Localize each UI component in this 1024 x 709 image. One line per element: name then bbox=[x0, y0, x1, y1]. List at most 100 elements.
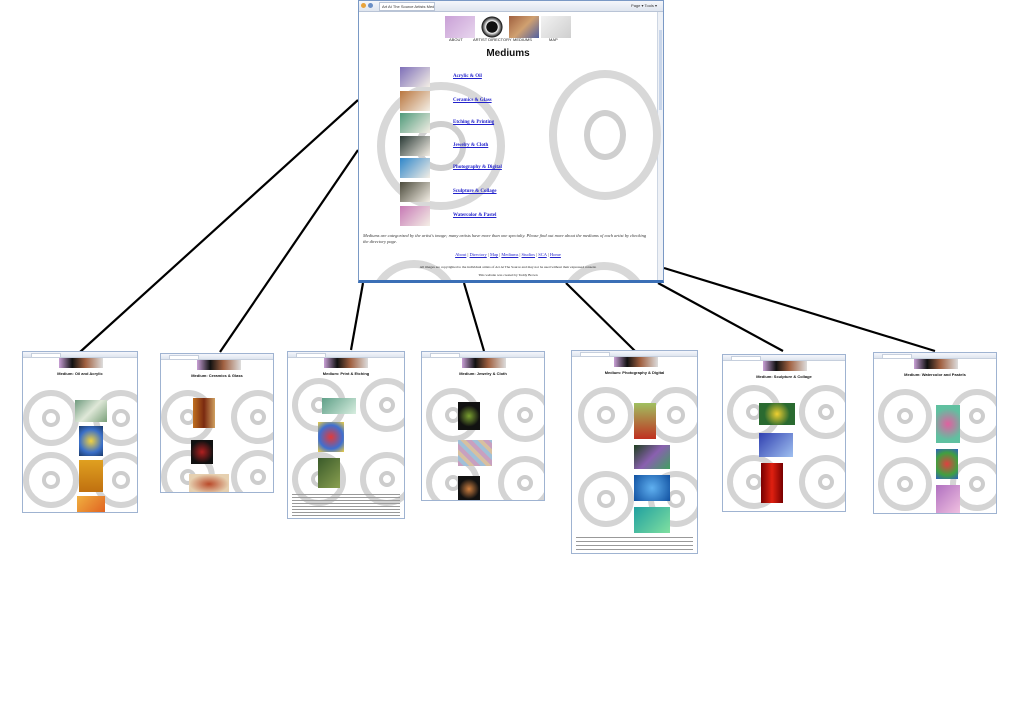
medium-link[interactable]: Sculpture & Collage bbox=[453, 189, 497, 194]
subpage-title: Medium: Watercolor and Pastels bbox=[904, 372, 966, 377]
footer-nav: About | Directory | Map | Mediums | Stud… bbox=[455, 252, 561, 257]
subpage-title: Medium: Print & Etching bbox=[322, 371, 370, 376]
browser-toolbar bbox=[874, 353, 996, 359]
artwork-image[interactable] bbox=[936, 405, 960, 443]
medium-link[interactable]: Acrylic & Oil bbox=[453, 74, 482, 79]
artwork-image[interactable] bbox=[761, 463, 783, 503]
artwork-image[interactable] bbox=[191, 440, 213, 464]
medium-link[interactable]: Watercolor & Pastel bbox=[453, 213, 497, 218]
nav-artist-directory[interactable]: ARTIST DIRECTORY bbox=[473, 37, 512, 42]
medium-link[interactable]: Photography & Digital bbox=[453, 165, 502, 170]
connector-line bbox=[462, 282, 486, 352]
browser-tab[interactable] bbox=[882, 354, 912, 359]
artwork-image[interactable] bbox=[936, 485, 960, 513]
artwork-image[interactable] bbox=[936, 449, 958, 479]
subpage-print-etching[interactable]: Medium: Print & Etching bbox=[287, 351, 405, 519]
footer-link-studios[interactable]: Studios bbox=[521, 252, 536, 257]
artwork-image[interactable] bbox=[189, 474, 229, 492]
artwork-image[interactable] bbox=[458, 476, 480, 500]
medium-thumbnail-image[interactable] bbox=[400, 67, 430, 87]
medium-thumbnail-image[interactable] bbox=[400, 158, 430, 178]
footer-link-directory[interactable]: Directory bbox=[469, 252, 487, 257]
artwork-image[interactable] bbox=[759, 433, 793, 457]
footer-link-mediums[interactable]: Mediums bbox=[501, 252, 519, 257]
browser-tab[interactable] bbox=[580, 352, 610, 357]
toolbar-menus[interactable]: Page ▾ Tools ▾ bbox=[631, 3, 657, 8]
subpage-watercolor-pastels[interactable]: Medium: Watercolor and Pastels bbox=[873, 352, 997, 514]
browser-toolbar bbox=[422, 352, 544, 358]
subpage-footer-text bbox=[292, 494, 400, 516]
browser-tab[interactable] bbox=[296, 353, 326, 358]
artwork-image[interactable] bbox=[322, 398, 356, 414]
artwork-image[interactable] bbox=[77, 496, 105, 512]
swirl-background-icon bbox=[23, 452, 79, 508]
swirl-background-icon bbox=[369, 260, 459, 280]
browser-toolbar bbox=[572, 351, 697, 357]
subpage-ceramics-glass[interactable]: Medium: Ceramics & Glass bbox=[160, 353, 274, 493]
mediums-image-icon[interactable] bbox=[509, 16, 539, 38]
subpage-photography-digital[interactable]: Medium: Photography & Digital bbox=[571, 350, 698, 554]
connector-line bbox=[79, 99, 359, 353]
browser-tab[interactable]: Art At The Source Artists Mediums bbox=[379, 2, 435, 11]
artwork-image[interactable] bbox=[318, 458, 340, 488]
scrollbar-thumb[interactable] bbox=[659, 30, 662, 110]
medium-thumbnail-image[interactable] bbox=[400, 113, 430, 133]
artwork-image[interactable] bbox=[634, 445, 670, 469]
subpage-footer-text bbox=[576, 537, 693, 551]
medium-thumbnail-image[interactable] bbox=[400, 91, 430, 111]
subpage-sculpture-collage[interactable]: Medium: Sculpture & Collage bbox=[722, 354, 846, 512]
footer-link-map[interactable]: Map bbox=[489, 252, 499, 257]
artwork-image[interactable] bbox=[634, 475, 670, 501]
browser-toolbar bbox=[23, 352, 137, 358]
artwork-image[interactable] bbox=[634, 403, 656, 439]
browser-tab[interactable] bbox=[31, 353, 61, 358]
medium-link[interactable]: Jewelry & Cloth bbox=[453, 143, 489, 148]
mediums-browser-window: Art At The Source Artists Mediums Page ▾… bbox=[358, 0, 664, 283]
artwork-image[interactable] bbox=[458, 402, 480, 430]
connector-line bbox=[349, 282, 365, 351]
artist-directory-swirl-icon[interactable] bbox=[477, 16, 507, 38]
forward-icon[interactable] bbox=[368, 3, 373, 8]
subpage-title: Medium: Jewelry & Cloth bbox=[459, 371, 507, 376]
artwork-image[interactable] bbox=[458, 440, 492, 466]
footer-link-home[interactable]: Home bbox=[549, 252, 561, 257]
art-at-the-source-logo[interactable] bbox=[445, 16, 475, 38]
medium-thumbnail-image[interactable] bbox=[400, 136, 430, 156]
artwork-image[interactable] bbox=[75, 400, 107, 422]
swirl-background-icon bbox=[578, 387, 634, 443]
back-icon[interactable] bbox=[361, 3, 366, 8]
swirl-background-icon bbox=[578, 471, 634, 527]
subpage-title: Medium: Oil and Acrylic bbox=[57, 371, 103, 376]
medium-link[interactable]: Etching & Printing bbox=[453, 120, 495, 125]
swirl-background-icon bbox=[231, 450, 273, 492]
site-logo bbox=[462, 358, 506, 368]
subpage-title: Medium: Photography & Digital bbox=[604, 370, 665, 375]
subpage-oil-acrylic[interactable]: Medium: Oil and Acrylic bbox=[22, 351, 138, 513]
footer-link-about[interactable]: About bbox=[455, 252, 467, 257]
map-icon[interactable] bbox=[541, 16, 571, 38]
artwork-image[interactable] bbox=[634, 507, 670, 533]
site-logo-nav: ABOUT ARTIST DIRECTORY MEDIUMS MAP bbox=[445, 16, 573, 42]
nav-mediums[interactable]: MEDIUMS bbox=[513, 37, 532, 42]
browser-toolbar bbox=[161, 354, 273, 360]
medium-thumbnail-image[interactable] bbox=[400, 206, 430, 226]
artwork-image[interactable] bbox=[193, 398, 215, 428]
site-logo bbox=[59, 358, 103, 368]
browser-tab[interactable] bbox=[169, 355, 199, 360]
nav-about[interactable]: ABOUT bbox=[449, 37, 463, 42]
subpage-jewelry-cloth[interactable]: Medium: Jewelry & Cloth bbox=[421, 351, 545, 501]
medium-thumbnail-image[interactable] bbox=[400, 182, 430, 202]
footer-link-sca[interactable]: SCA bbox=[538, 252, 547, 257]
medium-link[interactable]: Ceramics & Glass bbox=[453, 98, 492, 103]
browser-tab[interactable] bbox=[430, 353, 460, 358]
nav-map[interactable]: MAP bbox=[549, 37, 558, 42]
artwork-image[interactable] bbox=[318, 422, 344, 452]
swirl-background-icon bbox=[878, 389, 932, 443]
artwork-image[interactable] bbox=[79, 426, 103, 456]
artwork-image[interactable] bbox=[759, 403, 795, 425]
subpage-title: Medium: Ceramics & Glass bbox=[191, 373, 243, 378]
browser-tab[interactable] bbox=[731, 356, 761, 361]
artwork-image[interactable] bbox=[79, 460, 103, 492]
browser-toolbar bbox=[288, 352, 404, 358]
